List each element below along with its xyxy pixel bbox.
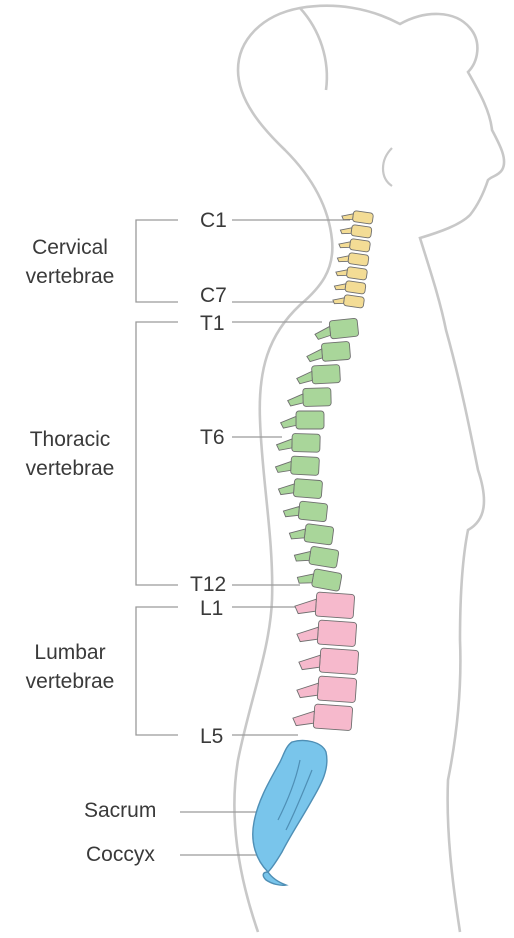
lumbar-vertebra [296, 675, 356, 703]
c1-label: C1 [200, 208, 227, 233]
cervical-line1: Cervical [10, 233, 130, 262]
coccyx-label: Coccyx [86, 842, 155, 867]
thoracic-vertebra [283, 499, 328, 521]
lumbar-line2: vertebrae [10, 667, 130, 696]
cervical-vertebrae [332, 209, 373, 308]
lumbar-vertebra [296, 619, 356, 647]
cervical-vertebra [337, 251, 369, 266]
l5-label: L5 [200, 724, 223, 749]
thoracic-vertebra [275, 455, 319, 475]
thoracic-group-label: Thoracic vertebrae [10, 425, 130, 483]
cervical-vertebra [341, 209, 373, 224]
cervical-vertebra [340, 223, 372, 238]
lumbar-bracket [136, 607, 178, 735]
thoracic-vertebra [287, 388, 331, 407]
sacrum-label: Sacrum [84, 798, 156, 823]
cervical-vertebra [334, 279, 366, 294]
cervical-group-label: Cervical vertebrae [10, 233, 130, 291]
lumbar-vertebrae [292, 591, 358, 731]
cervical-vertebra [332, 293, 364, 308]
lumbar-line1: Lumbar [10, 638, 130, 667]
lumbar-vertebra [298, 647, 358, 675]
thoracic-bracket [136, 322, 178, 585]
cervical-vertebra [335, 265, 367, 280]
thoracic-vertebra [289, 522, 334, 546]
coccyx-bone [263, 872, 286, 885]
lumbar-vertebra [294, 591, 354, 619]
t6-label: T6 [200, 425, 225, 450]
sacrum-bone [253, 740, 327, 872]
thoracic-vertebra [278, 477, 323, 498]
ear-outline [383, 148, 392, 186]
thoracic-vertebra [296, 566, 342, 592]
thoracic-vertebra [306, 341, 351, 362]
cervical-vertebra [338, 237, 370, 252]
l1-label: L1 [200, 596, 223, 621]
thoracic-vertebra [296, 365, 340, 385]
t12-label: T12 [190, 572, 226, 597]
cervical-line2: vertebrae [10, 262, 130, 291]
cervical-bracket [136, 220, 178, 302]
lumbar-group-label: Lumbar vertebrae [10, 638, 130, 696]
thoracic-vertebra [276, 433, 320, 452]
thoracic-line2: vertebrae [10, 454, 130, 483]
lumbar-vertebra [292, 703, 352, 731]
hair-bun-outline [300, 8, 327, 90]
thoracic-vertebrae [275, 318, 359, 591]
thoracic-vertebra [293, 544, 339, 569]
t1-label: T1 [200, 311, 225, 336]
c7-label: C7 [200, 283, 227, 308]
thoracic-vertebra [281, 411, 324, 429]
thoracic-line1: Thoracic [10, 425, 130, 454]
